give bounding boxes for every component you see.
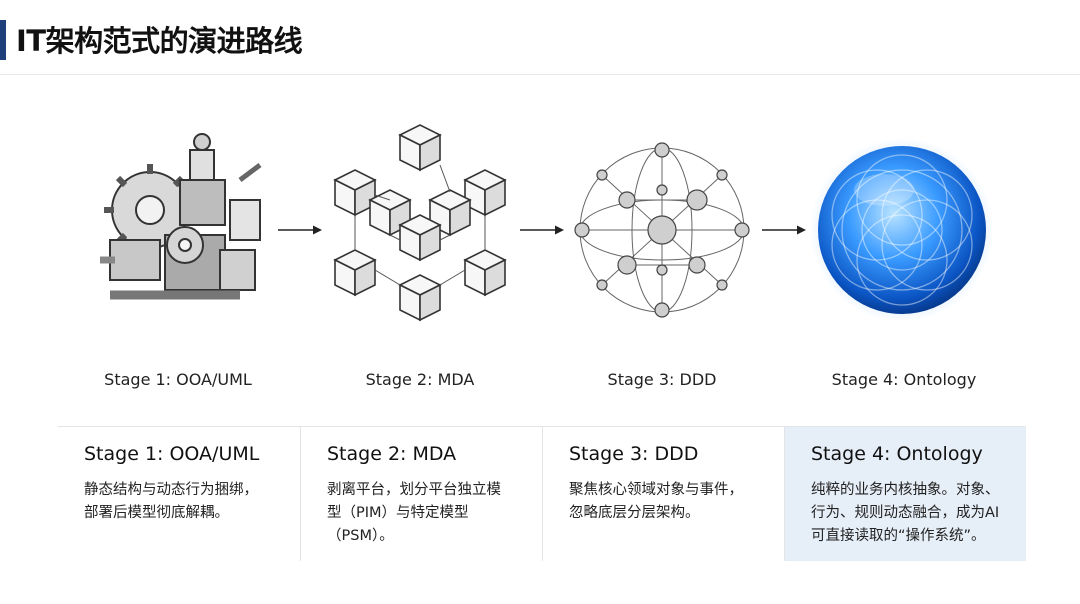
- title-accent-bar: [0, 20, 6, 60]
- cube-lattice-icon: [333, 124, 507, 322]
- stage-card-4-highlighted: Stage 4: Ontology 纯粹的业务内核抽象。对象、 行为、规则动态融…: [784, 427, 1026, 561]
- glowing-blue-sphere-icon: [812, 138, 992, 322]
- arrow-right-icon: [278, 225, 322, 235]
- card-desc-line: 部署后模型彻底解耦。: [84, 505, 229, 521]
- stage-description-cards: Stage 1: OOA/UML 静态结构与动态行为捆绑， 部署后模型彻底解耦。…: [58, 426, 1026, 561]
- arrow-right-icon: [762, 225, 806, 235]
- card-desc-line: 静态结构与动态行为捆绑，: [84, 482, 258, 498]
- card-title: Stage 4: Ontology: [811, 443, 983, 465]
- card-description: 剥离平台，划分平台独立模 型（PIM）与特定模型 （PSM）。: [327, 479, 518, 548]
- card-description: 静态结构与动态行为捆绑， 部署后模型彻底解耦。: [84, 479, 276, 525]
- card-desc-line: （PSM）。: [327, 528, 394, 544]
- node-network-sphere-icon: [574, 142, 750, 318]
- card-desc-line: 型（PIM）与特定模型: [327, 505, 469, 521]
- arrow-right-icon: [520, 225, 564, 235]
- card-title: Stage 2: MDA: [327, 443, 457, 465]
- stage-caption-1: Stage 1: OOA/UML: [104, 370, 252, 389]
- stage-card-2: Stage 2: MDA 剥离平台，划分平台独立模 型（PIM）与特定模型 （P…: [300, 427, 542, 561]
- stage-card-1: Stage 1: OOA/UML 静态结构与动态行为捆绑， 部署后模型彻底解耦。: [58, 427, 300, 561]
- card-description: 聚焦核心领域对象与事件， 忽略底层分层架构。: [569, 479, 760, 525]
- stage-caption-2: Stage 2: MDA: [365, 370, 475, 389]
- card-desc-line: 纯粹的业务内核抽象。对象、: [811, 482, 1000, 498]
- card-desc-line: 忽略底层分层架构。: [569, 505, 700, 521]
- card-description: 纯粹的业务内核抽象。对象、 行为、规则动态融合，成为AI 可直接读取的“操作系统…: [811, 479, 1002, 548]
- card-desc-line: 聚焦核心领域对象与事件，: [569, 482, 743, 498]
- stage-caption-3: Stage 3: DDD: [607, 370, 717, 389]
- card-title: Stage 3: DDD: [569, 443, 699, 465]
- page-title: IT架构范式的演进路线: [16, 24, 303, 58]
- stage-card-3: Stage 3: DDD 聚焦核心领域对象与事件， 忽略底层分层架构。: [542, 427, 784, 561]
- card-title: Stage 1: OOA/UML: [84, 443, 260, 465]
- card-desc-line: 剥离平台，划分平台独立模: [327, 482, 501, 498]
- card-desc-line: 可直接读取的“操作系统”。: [811, 528, 986, 544]
- gears-pipes-machinery-icon: [100, 133, 262, 300]
- title-bar: IT架构范式的演进路线: [0, 0, 1080, 75]
- stage-caption-4: Stage 4: Ontology: [831, 370, 977, 389]
- card-desc-line: 行为、规则动态融合，成为AI: [811, 505, 1000, 521]
